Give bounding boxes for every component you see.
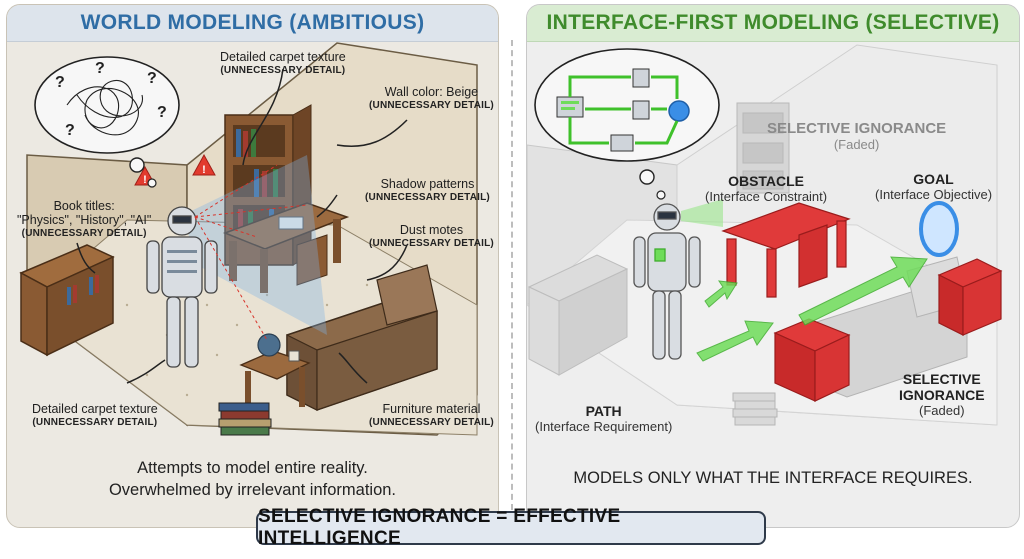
tangled-scribble bbox=[66, 79, 143, 136]
mug bbox=[288, 350, 300, 362]
selective-ignorance-bottom-label: SELECTIVE IGNORANCE (Faded) bbox=[899, 371, 985, 418]
wall-color-label: Wall color: Beige (UNNECESSARY DETAIL) bbox=[369, 85, 494, 111]
svg-text:?: ? bbox=[147, 70, 157, 87]
callout-arrows bbox=[76, 68, 408, 384]
low-bookshelf bbox=[19, 244, 115, 357]
svg-text:?: ? bbox=[55, 74, 65, 91]
obstacle-desk bbox=[721, 202, 851, 298]
interface-first-panel: INTERFACE-FIRST MODELING (SELECTIVE) bbox=[526, 4, 1020, 528]
humanoid-robot bbox=[146, 206, 218, 368]
svg-text:!: ! bbox=[143, 174, 147, 186]
faded-bookshelf bbox=[736, 102, 790, 194]
svg-text:?: ? bbox=[95, 60, 105, 77]
interface-first-title: INTERFACE-FIRST MODELING (SELECTIVE) bbox=[527, 5, 1019, 42]
obstacle-block bbox=[937, 258, 1003, 336]
carpet-texture-label-top: Detailed carpet texture (UNNECESSARY DET… bbox=[220, 50, 346, 76]
obstacle-label: OBSTACLE (Interface Constraint) bbox=[705, 173, 828, 204]
open-book bbox=[278, 216, 304, 230]
side-table bbox=[239, 333, 311, 411]
svg-text:!: ! bbox=[202, 164, 206, 176]
world-modeling-caption: Attempts to model entire reality. Overwh… bbox=[108, 459, 397, 499]
desk bbox=[222, 202, 350, 293]
dust-motes-label: Dust motes (UNNECESSARY DETAIL) bbox=[369, 223, 494, 249]
interface-beam bbox=[681, 199, 723, 227]
thought-bubble bbox=[534, 48, 720, 200]
vision-cone bbox=[183, 155, 327, 335]
path-label: PATH (Interface Requirement) bbox=[535, 403, 673, 434]
thought-bubble: ??? ?? bbox=[34, 56, 180, 188]
goal-label: GOAL (Interface Objective) bbox=[875, 171, 993, 202]
obstacle-box bbox=[773, 318, 851, 402]
path-arrows bbox=[696, 256, 928, 362]
globe bbox=[257, 333, 281, 357]
interface-first-caption: MODELS ONLY WHAT THE INTERFACE REQUIRES. bbox=[573, 469, 973, 487]
shadow-patterns-label: Shadow patterns (UNNECESSARY DETAIL) bbox=[365, 177, 490, 203]
panel-divider bbox=[511, 40, 513, 510]
humanoid-robot bbox=[633, 203, 701, 360]
selective-room-illustration bbox=[527, 44, 1003, 426]
cluttered-room-illustration: ! ! ??? ?? bbox=[19, 42, 478, 436]
book-titles-label: Book titles: "Physics", "History", "AI" … bbox=[17, 199, 152, 239]
faded-low-shelf bbox=[527, 254, 629, 376]
carpet-texture-label-bottom: Detailed carpet texture (UNNECESSARY DET… bbox=[32, 402, 158, 428]
svg-text:?: ? bbox=[65, 122, 75, 139]
flowchart-icon bbox=[556, 68, 690, 152]
goal-portal bbox=[919, 201, 959, 257]
attention-lines bbox=[194, 164, 308, 341]
book-stack bbox=[218, 402, 272, 436]
svg-text:?: ? bbox=[157, 104, 167, 121]
faded-book-stack bbox=[732, 392, 778, 426]
selective-ignorance-top-label: SELECTIVE IGNORANCE (Faded) bbox=[767, 120, 947, 153]
world-modeling-title: WORLD MODELING (AMBITIOUS) bbox=[7, 5, 498, 42]
chair bbox=[296, 234, 328, 286]
furniture-material-label: Furniture material (UNNECESSARY DETAIL) bbox=[369, 402, 494, 428]
conclusion-banner: SELECTIVE IGNORANCE = EFFECTIVE INTELLIG… bbox=[256, 506, 766, 549]
world-modeling-panel: WORLD MODELING (AMBITIOUS) bbox=[6, 4, 499, 528]
